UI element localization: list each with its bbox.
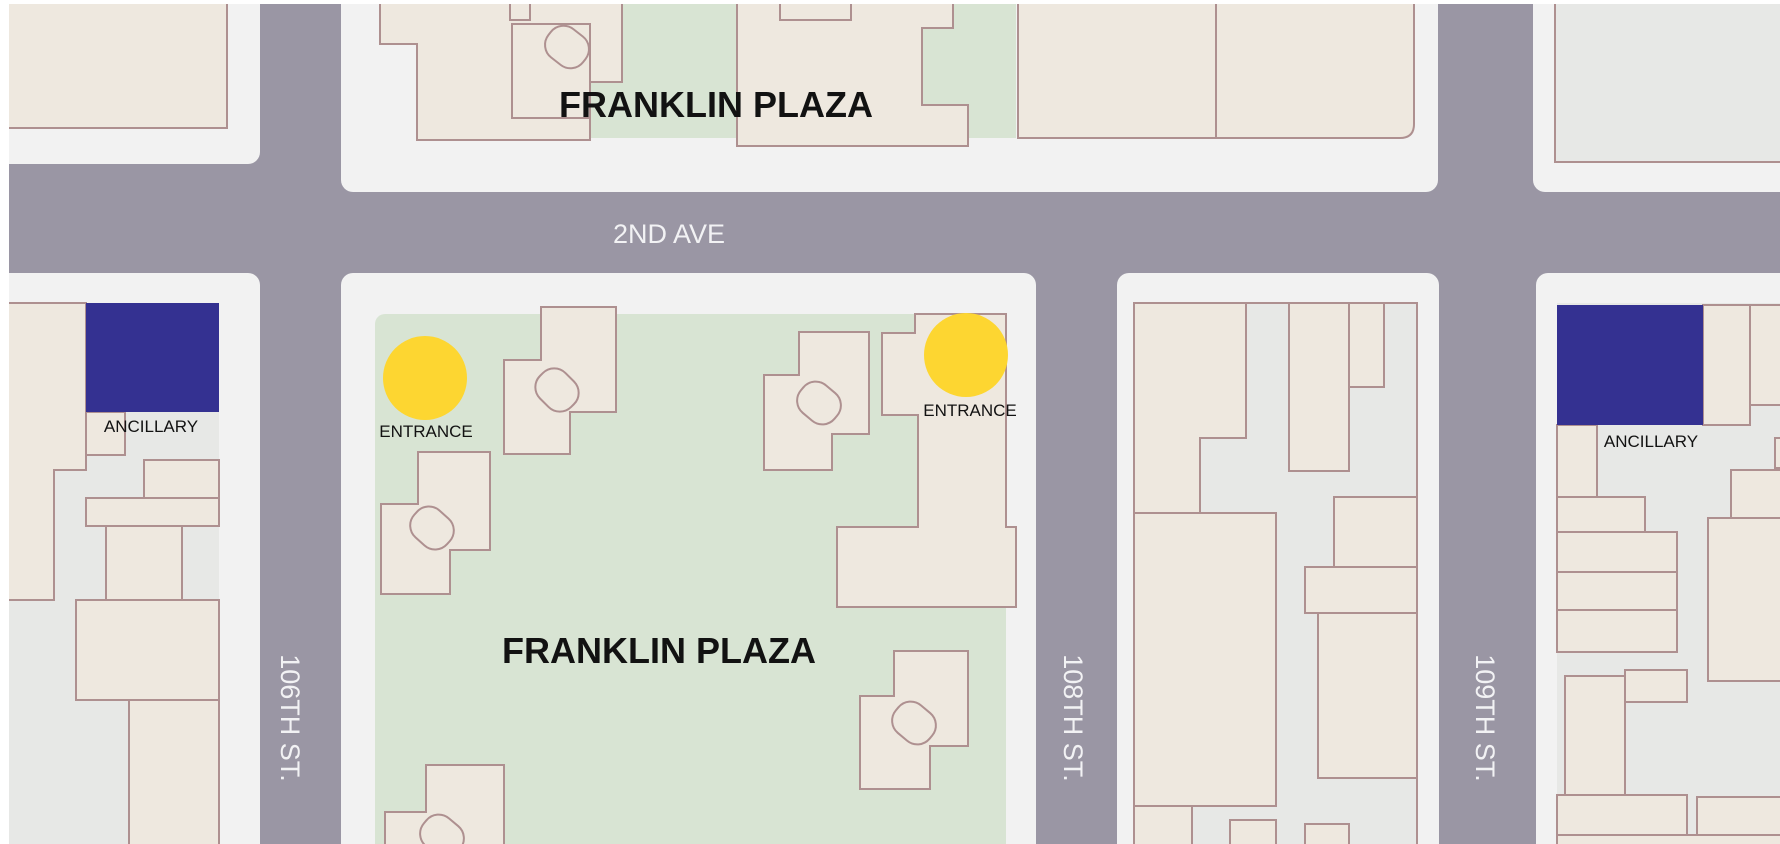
building-se3 [1133, 805, 1193, 844]
lot-nw [9, 4, 228, 129]
building-e1 [1702, 304, 1751, 426]
building-n6 [1017, 4, 1217, 139]
building-e12 [1624, 669, 1688, 703]
building-sw4 [85, 497, 220, 527]
building-e13 [1556, 794, 1688, 836]
entrance-west-marker[interactable] [383, 336, 467, 420]
building-e11 [1564, 675, 1626, 797]
tower-n1 [544, 24, 590, 70]
tower-s1 [534, 367, 580, 413]
building-se5 [1304, 823, 1350, 844]
street-label-108th: 108TH ST. [1058, 654, 1088, 782]
entrance-west-label: ENTRANCE [379, 422, 473, 441]
ancillary-west-label: ANCILLARY [104, 417, 198, 436]
entrance-east-marker[interactable] [924, 313, 1008, 397]
entrance-east-label: ENTRANCE [923, 401, 1017, 420]
lot-ne [1554, 4, 1780, 163]
tower-s6 [419, 813, 465, 844]
tower-s5 [891, 700, 937, 746]
building-se2 [1133, 512, 1277, 807]
building-se9 [1304, 566, 1418, 614]
building-n2 [509, 4, 531, 21]
building-e6 [1556, 496, 1646, 533]
building-se7 [1348, 302, 1385, 388]
building-se8 [1333, 496, 1418, 568]
building-e10 [1707, 517, 1780, 682]
tower-s3 [796, 380, 842, 426]
building-se10 [1317, 612, 1418, 779]
building-e3 [1556, 424, 1598, 498]
building-e14 [1696, 796, 1780, 836]
ancillary-east-building[interactable] [1557, 305, 1703, 425]
building-e4 [1774, 437, 1780, 469]
building-n4 [736, 4, 969, 147]
street-label-2nd-ave: 2ND AVE [613, 219, 725, 249]
building-e8 [1556, 571, 1678, 611]
place-label-south: FRANKLIN PLAZA [502, 630, 816, 671]
building-se4 [1229, 819, 1277, 844]
building-s6 [384, 764, 505, 844]
street-label-106th: 106TH ST. [275, 654, 305, 782]
building-e15 [1556, 834, 1780, 844]
place-label-north: FRANKLIN PLAZA [559, 84, 873, 125]
building-e2 [1749, 304, 1780, 406]
building-n5 [779, 4, 852, 21]
ancillary-west-building[interactable] [86, 303, 219, 412]
building-se6 [1288, 302, 1350, 472]
building-sw7 [128, 699, 220, 844]
ancillary-east-label: ANCILLARY [1604, 432, 1698, 451]
building-e7 [1556, 531, 1678, 573]
tower-s2 [409, 505, 455, 551]
building-sw3 [143, 459, 220, 499]
building-e9 [1556, 609, 1678, 653]
building-sw5 [105, 525, 183, 601]
building-sw6 [75, 599, 220, 701]
building-n7 [1215, 4, 1415, 139]
building-e5 [1730, 469, 1780, 519]
street-label-109th: 109TH ST. [1470, 654, 1500, 782]
